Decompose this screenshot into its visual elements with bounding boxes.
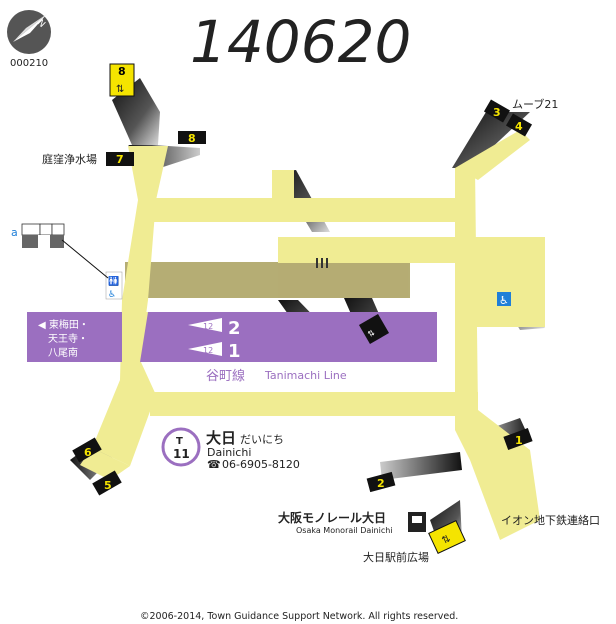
track-2-indicator: 12 2 — [188, 318, 241, 339]
svg-text:1: 1 — [515, 434, 523, 447]
svg-text:11: 11 — [173, 447, 190, 461]
facility-a-label: a — [11, 226, 18, 239]
exit-7-label: 庭窪浄水場 — [42, 152, 97, 166]
corridors — [80, 130, 545, 540]
concourse-area — [125, 262, 410, 298]
svg-text:2: 2 — [377, 477, 385, 490]
monorail-name-en: Osaka Monorail Dainichi — [296, 526, 393, 535]
svg-text:🚻: 🚻 — [108, 275, 119, 287]
facility-box-a: a — [11, 223, 109, 279]
exit-8-badge: 8 — [178, 131, 206, 145]
svg-text:8: 8 — [188, 132, 196, 145]
exit-7-badge: 7 — [106, 152, 134, 166]
svg-text:8: 8 — [118, 65, 126, 78]
ticket-gate-icon — [316, 258, 328, 268]
station-phone: 06-6905-8120 — [222, 458, 300, 471]
monorail-name-jp: 大阪モノレール大日 — [278, 510, 386, 525]
svg-text:⇅: ⇅ — [116, 84, 124, 95]
exit-6-badge: 6 — [72, 437, 102, 463]
station-name-jp: 大日 — [206, 429, 236, 447]
copyright-text: ©2006-2014, Town Guidance Support Networ… — [140, 611, 458, 622]
svg-text:5: 5 — [104, 479, 112, 492]
station-name-romaji: Dainichi — [207, 446, 251, 459]
exit-1-label: イオン地下鉄連絡口 — [501, 513, 600, 527]
monorail-icon — [408, 512, 426, 532]
line-name-en: Tanimachi Line — [264, 369, 347, 382]
svg-text:♿: ♿ — [108, 290, 116, 300]
exit-2-badge: 2 — [366, 471, 396, 493]
wheelchair-icon: ♿ — [497, 292, 511, 307]
track-1-label: 1 — [228, 341, 241, 362]
phone-icon: ☎ — [207, 458, 221, 471]
north-arrow-icon: N — [7, 10, 51, 54]
svg-text:12: 12 — [203, 322, 213, 331]
svg-text:7: 7 — [116, 153, 124, 166]
svg-text:4: 4 — [515, 120, 523, 133]
svg-text:N: N — [35, 18, 47, 30]
exit-5-badge: 5 — [92, 470, 122, 496]
plaza-label: 大日駅前広場 — [363, 550, 429, 564]
station-name-kana: だいにち — [240, 433, 284, 446]
exit-4-badge: 4 — [505, 113, 533, 137]
direction-line-2: 天王寺・ — [48, 333, 88, 345]
track-1-indicator: 12 1 — [188, 341, 241, 362]
map-code: 000210 — [10, 58, 48, 69]
elevator-icon: ⇅ — [358, 313, 390, 345]
exit-1-badge: 1 — [503, 427, 533, 451]
direction-line-3: 八尾南 — [48, 346, 78, 359]
svg-text:⇅: ⇅ — [366, 328, 377, 339]
svg-text:♿: ♿ — [499, 294, 509, 307]
watermark-text: 140620 — [190, 8, 411, 76]
exit-8-top-badge: 8 ⇅ — [109, 63, 135, 97]
svg-text:12: 12 — [203, 346, 213, 355]
plaza-elevator-badge: ⇅ — [428, 520, 466, 554]
exit-3-badge: 3 — [483, 99, 511, 123]
stair-shadow-exit2 — [380, 452, 462, 480]
track-2-label: 2 — [228, 318, 241, 339]
svg-text:T: T — [176, 436, 183, 447]
svg-text:3: 3 — [493, 106, 501, 119]
line-name-jp: 谷町線 — [206, 368, 245, 384]
exit-3-4-label: ムーブ21 — [512, 97, 558, 111]
direction-line-1: ◀ 東梅田・ — [38, 318, 89, 331]
station-number-badge: T 11 — [161, 427, 201, 467]
svg-text:6: 6 — [84, 446, 92, 459]
toilet-icon: 🚻 ♿ — [105, 271, 123, 300]
